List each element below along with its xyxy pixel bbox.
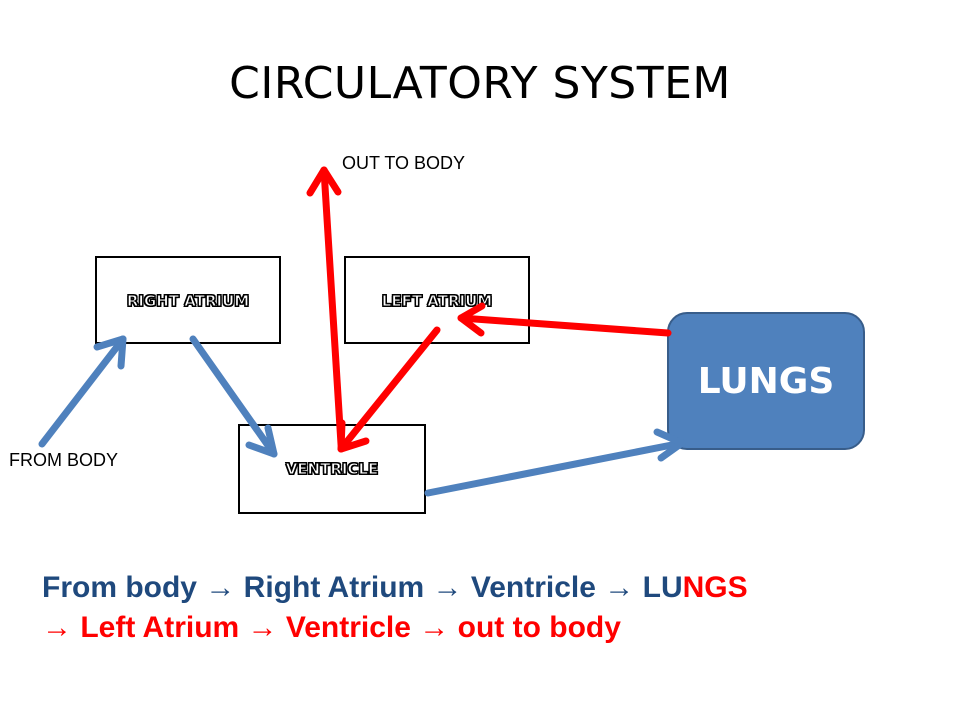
right-atrium-box: RIGHT ATRIUM — [95, 256, 281, 344]
summary-left-atrium: Left Atrium — [72, 611, 248, 644]
summary-right-atrium: Right Atrium — [235, 571, 433, 604]
summary-ventricle: Ventricle — [462, 571, 605, 604]
summary-ventricle-2: Ventricle — [277, 611, 420, 644]
arrow-from-body-to-right-atrium — [38, 335, 127, 448]
arrow-lungs-to-left-atrium — [457, 302, 672, 337]
lungs-label: LUNGS — [697, 360, 835, 402]
ventricle-label: VENTRICLE — [285, 460, 379, 479]
summary-line-2: → Left Atrium → Ventricle → out to body — [42, 608, 942, 648]
right-atrium-label: RIGHT ATRIUM — [126, 292, 250, 311]
arrow-ventricle-to-out-body — [306, 166, 345, 448]
flow-summary: From body → Right Atrium → Ventricle → L… — [42, 568, 942, 648]
out-to-body-label: OUT TO BODY — [342, 153, 466, 173]
arrow-ventricle-to-lungs — [424, 428, 686, 497]
summary-lungs-part-b: NGS — [682, 571, 748, 604]
left-atrium-box: LEFT ATRIUM — [344, 256, 530, 344]
summary-arrow-icon: → — [42, 611, 72, 644]
lungs-box: LUNGS — [667, 312, 865, 450]
summary-out-to-body: out to body — [449, 611, 621, 644]
summary-lungs-part-a: LU — [634, 571, 683, 604]
summary-arrow-icon: → — [247, 611, 278, 644]
left-atrium-label: LEFT ATRIUM — [381, 292, 493, 311]
ventricle-box: VENTRICLE — [238, 424, 426, 514]
summary-arrow-icon: → — [604, 571, 635, 604]
summary-arrow-icon: → — [432, 571, 463, 604]
arrow-left-atrium-to-ventricle — [337, 326, 441, 453]
summary-arrow-icon: → — [205, 571, 236, 604]
summary-from-body: From body — [42, 571, 206, 604]
page-title: CIRCULATORY SYSTEM — [229, 58, 731, 109]
summary-arrow-icon: → — [419, 611, 450, 644]
arrow-right-atrium-to-ventricle — [189, 335, 278, 458]
summary-line-1: From body → Right Atrium → Ventricle → L… — [42, 568, 942, 608]
from-body-label: FROM BODY — [9, 450, 119, 470]
